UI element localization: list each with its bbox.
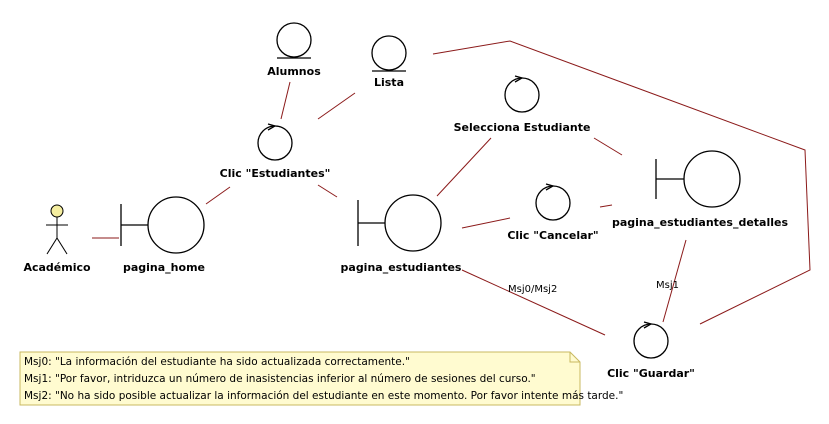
control-label-guardar: Clic "Guardar": [607, 367, 695, 380]
entity-label-alumnos: Alumnos: [267, 65, 321, 78]
boundary-circle: [147, 196, 205, 254]
control-circle: [504, 77, 540, 113]
boundary-label-detalles: pagina_estudiantes_detalles: [612, 216, 788, 229]
boundary-label-estudiantes: pagina_estudiantes: [341, 261, 462, 274]
note-line-msj1: Msj1: "Por favor, intriduzca un número d…: [24, 373, 536, 385]
control-label-cancelar: Clic "Cancelar": [507, 229, 598, 242]
actor-head: [50, 204, 64, 218]
entity-circle: [276, 22, 312, 58]
boundary-pagina-estudiantes-detalles: [655, 150, 741, 208]
control-label-selecciona: Selecciona Estudiante: [454, 121, 591, 134]
control-circle: [257, 125, 293, 161]
link-pagina-estudiantes-selecciona: [436, 137, 492, 197]
boundary-circle: [683, 150, 741, 208]
actor-leg-right: [56, 237, 68, 255]
control-circle: [535, 185, 571, 221]
actor-leg-left: [46, 237, 58, 255]
link-selecciona-detalles: [593, 137, 623, 156]
link-label-msj1: Msj1: [656, 280, 679, 291]
actor-label: Académico: [23, 261, 91, 274]
link-guardar-lista: [432, 40, 811, 325]
link-detalles-guardar: [662, 239, 687, 323]
link-pagina-estudiantes-cancelar: [461, 217, 511, 229]
link-home-clic-estudiantes: [205, 186, 231, 205]
boundary-pagina-home: [120, 196, 205, 254]
control-circle: [633, 323, 669, 359]
control-label-clic-estudiantes: Clic "Estudiantes": [220, 167, 331, 180]
entity-lista: [371, 35, 407, 72]
actor-academico: [46, 204, 68, 255]
link-clic-estudiantes-alumnos: [280, 81, 291, 120]
control-arrow-icon: [643, 321, 653, 329]
entity-circle: [371, 35, 407, 71]
link-clic-estudiantes-lista: [317, 92, 356, 120]
note-line-msj0: Msj0: "La información del estudiante ha …: [24, 356, 410, 368]
control-arrow-icon: [514, 75, 524, 83]
entity-alumnos: [276, 22, 312, 59]
link-clic-estudiantes-pagina-estudiantes: [317, 184, 338, 198]
control-clic-cancelar: [535, 183, 571, 221]
control-clic-estudiantes: [257, 123, 293, 161]
note-line-msj2: Msj2: "No ha sido posible actualizar la …: [24, 390, 623, 402]
boundary-pagina-estudiantes: [357, 194, 442, 252]
control-arrow-icon: [545, 183, 555, 191]
link-pagina-estudiantes-guardar: [461, 269, 606, 336]
message-note: Msj0: "La información del estudiante ha …: [19, 351, 623, 406]
note-fold: [569, 352, 580, 363]
links: [92, 40, 811, 336]
control-clic-guardar: [633, 321, 669, 359]
control-selecciona-estudiante: [504, 75, 540, 113]
link-cancelar-detalles: [599, 204, 613, 208]
note-box: [19, 351, 581, 406]
boundary-circle: [384, 194, 442, 252]
boundary-label-home: pagina_home: [123, 261, 205, 274]
control-arrow-icon: [267, 123, 277, 131]
entity-label-lista: Lista: [374, 76, 404, 89]
link-label-msj0-msj2: Msj0/Msj2: [508, 284, 557, 295]
